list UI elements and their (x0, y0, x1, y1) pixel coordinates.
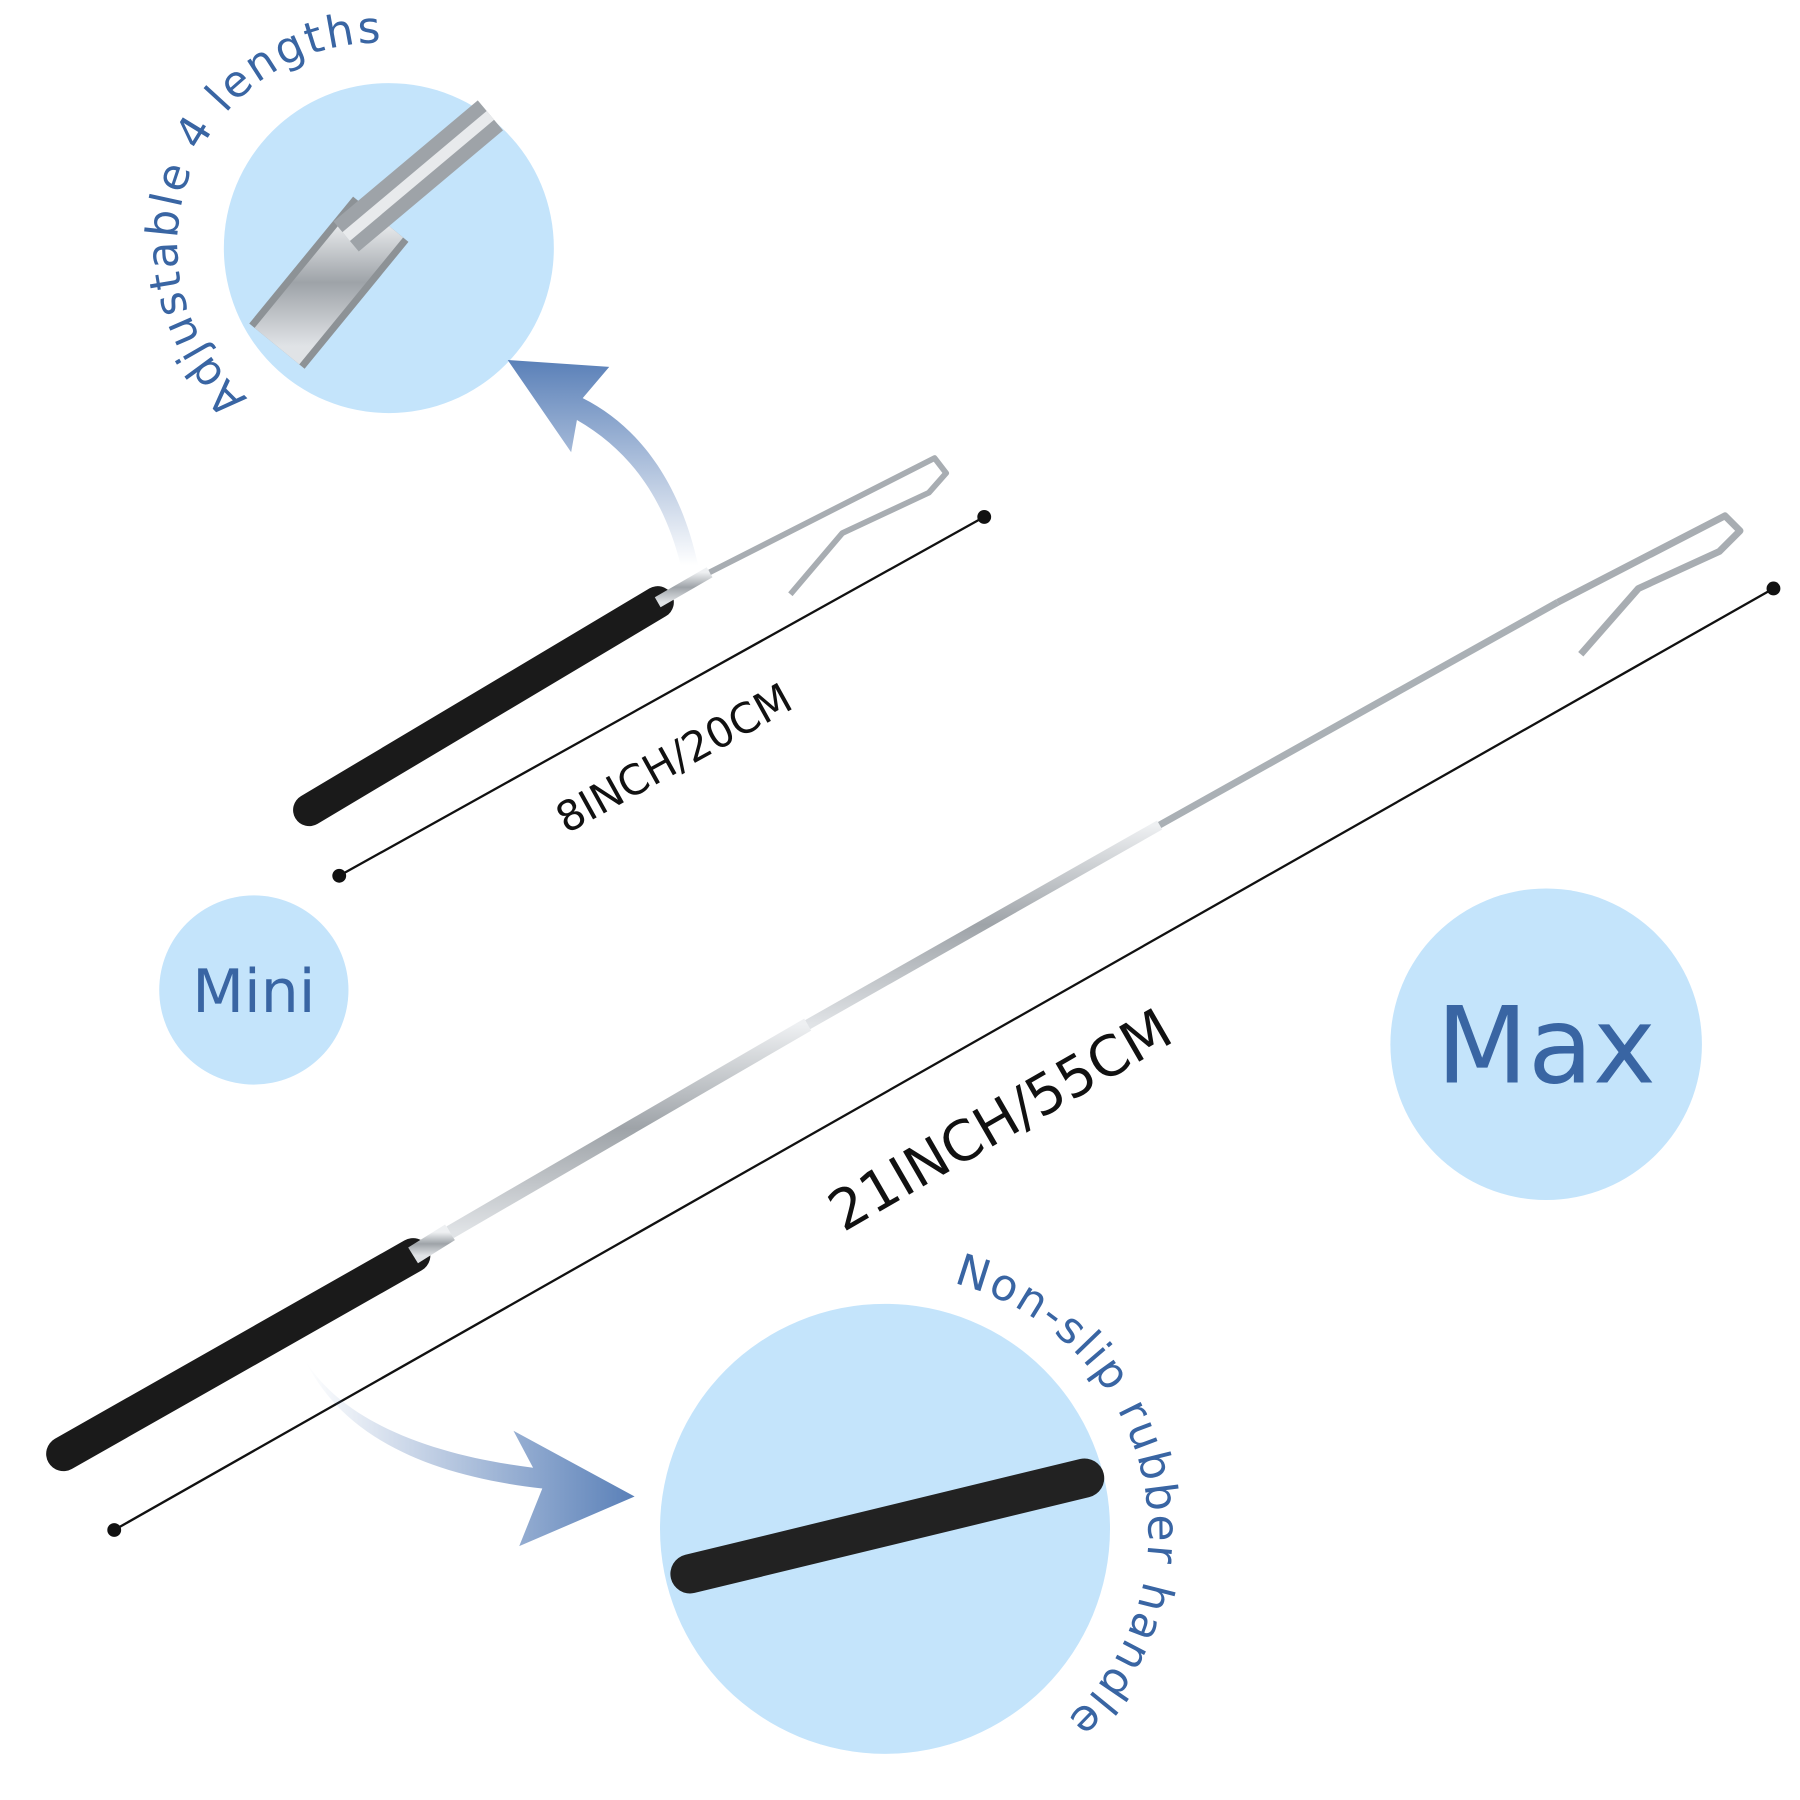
handle-detail-callout: Non-slip rubber handle (660, 1244, 1186, 1754)
mini-badge: Mini (159, 895, 349, 1085)
max-label: Max (1436, 984, 1655, 1108)
arrow-right-icon (305, 1361, 635, 1547)
rubber-handle (46, 1238, 431, 1472)
telescoping-detail-callout: Adjustable 4 lengths (137, 2, 554, 427)
mini-length-dimension: 8INCH/20CM (332, 510, 992, 883)
max-badge: Max (1390, 888, 1702, 1200)
mini-rod (293, 455, 950, 827)
arrow-up-icon (507, 360, 699, 566)
rubber-handle (293, 586, 674, 827)
mini-length-label: 8INCH/20CM (547, 673, 800, 843)
max-rod (46, 512, 1744, 1472)
max-length-label: 21INCH/55CM (818, 997, 1183, 1244)
rubber-handle-image (670, 1458, 1105, 1594)
telescoping-joint-image (249, 100, 504, 369)
mini-label: Mini (192, 957, 315, 1027)
